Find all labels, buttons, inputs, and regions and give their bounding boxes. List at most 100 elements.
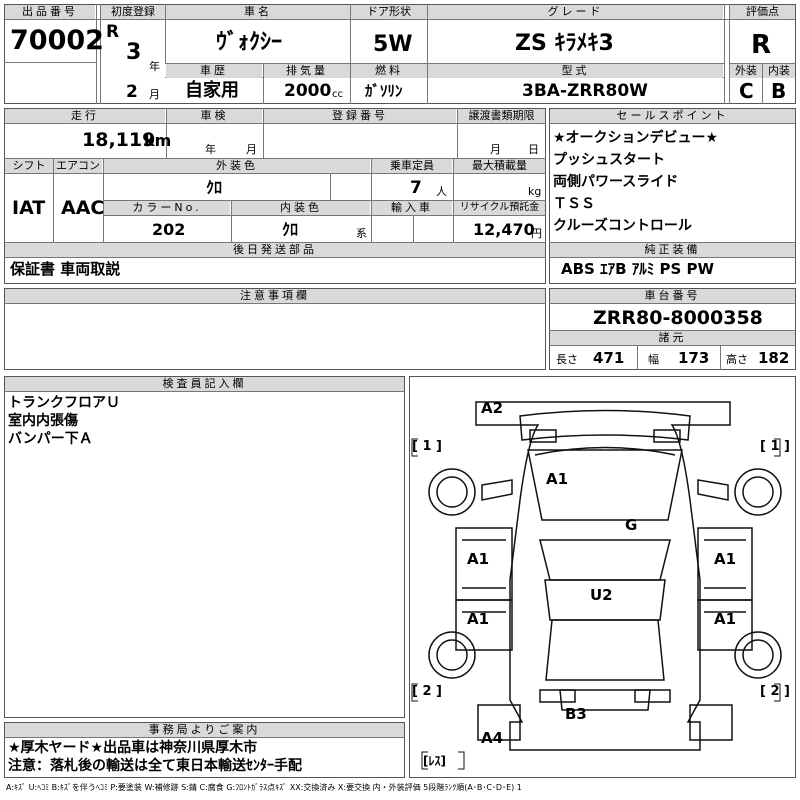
door-label: ドア形状: [351, 5, 427, 19]
bracket-1-left: [ 1 ]: [412, 439, 442, 454]
transfer-day-unit: 日: [528, 143, 539, 156]
car-name-label: 車名: [166, 5, 350, 19]
cc-unit: cc: [332, 89, 343, 100]
inspection-year-unit: 年: [205, 143, 216, 156]
inspector-box: [4, 376, 405, 718]
door-type: 5W: [373, 32, 413, 57]
damage-mark: A1: [714, 610, 737, 628]
fuel-label: 燃料: [351, 64, 427, 78]
damage-mark: A1: [467, 550, 490, 568]
shift-label: シフト: [5, 159, 53, 173]
inspection-month-unit: 月: [246, 143, 257, 156]
sales-points-box: [549, 108, 796, 284]
ext-score: C: [739, 79, 754, 103]
interior-unit: 系: [356, 227, 367, 240]
ext-label: 外装: [730, 64, 762, 78]
damage-mark: A1: [714, 550, 737, 568]
office-line-1: ★厚木ヤード★出品車は神奈川県厚木市: [8, 740, 258, 756]
bracket-2-left: [ 2 ]: [412, 684, 442, 699]
color-no-value: 202: [152, 220, 186, 239]
vehicle-detail-box: [4, 108, 546, 284]
sales-item: ★オークションデビュー★: [553, 130, 719, 146]
import-label: 輸入車: [372, 201, 452, 215]
damage-mark: B3: [565, 705, 587, 723]
office-label: 事務局よりご案内: [5, 723, 404, 737]
color-no-label: カラーNo.: [104, 201, 230, 215]
int-score: B: [771, 79, 787, 103]
sales-item: ＴＳＳ: [553, 196, 595, 212]
displacement-value: 2000: [284, 81, 332, 101]
reg-label: 初度登録: [101, 5, 165, 19]
office-line-2: 注意：落札後の輸送は全て東日本輸送ｾﾝﾀｰ手配: [8, 758, 302, 774]
top-info-box: [4, 4, 796, 104]
sales-item: プッシュスタート: [553, 152, 665, 168]
bracket-2-right: [ 2 ]: [760, 684, 790, 699]
damage-mark: A1: [467, 610, 490, 628]
legend-text: A:ｷｽﾞ U:ﾍｺﾐ B:ｷｽﾞを伴うﾍｺﾐ P:要塗装 W:補修跡 S:錆 …: [6, 783, 522, 792]
load-label: 最大積載量: [454, 159, 545, 173]
color-value: ｸﾛ: [206, 178, 223, 197]
width-label: 幅: [648, 353, 659, 366]
plate-label: 登録番号: [264, 109, 456, 123]
transfer-label: 譲渡書類期限: [458, 109, 545, 123]
later-value: 保証書 車両取説: [10, 260, 121, 278]
inspector-line: 室内内張傷: [8, 413, 78, 429]
inspector-line: トランクフロアＵ: [8, 395, 120, 411]
reg-year: 3: [126, 40, 142, 65]
damage-mark: U2: [590, 586, 613, 604]
model-value: 3BA-ZRR80W: [522, 81, 648, 101]
interior-label: 内装色: [232, 201, 370, 215]
year-unit: 年: [149, 60, 160, 73]
era-mark: R: [106, 22, 120, 42]
capacity-value: 7: [410, 178, 422, 198]
damage-mark: G: [625, 516, 638, 534]
lot-label: 出品番号: [5, 5, 95, 19]
inspection-label: 車検: [167, 109, 262, 123]
car-name: ｳﾞｫｸｼｰ: [216, 30, 283, 55]
color-label: 外装色: [104, 159, 370, 173]
transfer-month-unit: 月: [490, 143, 501, 156]
damage-mark: A4: [481, 729, 504, 747]
kg-unit: kg: [528, 185, 542, 198]
chassis-box: [549, 288, 796, 370]
overall-score: R: [751, 30, 772, 60]
int-label: 内装: [763, 64, 795, 78]
person-unit: 人: [436, 185, 447, 198]
later-label: 後日発送部品: [5, 243, 545, 257]
height-label: 高さ: [726, 353, 748, 366]
capacity-label: 乗車定員: [372, 159, 452, 173]
spare-label: [ﾚｽ]: [423, 754, 446, 768]
mileage-value: 18,119: [82, 129, 156, 151]
yen-unit: 円: [531, 227, 542, 240]
interior-value: ｸﾛ: [282, 220, 299, 239]
width-value: 173: [678, 349, 710, 367]
history-value: 自家用: [185, 80, 239, 101]
bracket-1-right: [ 1 ]: [760, 439, 790, 454]
sales-item: 両側パワースライド: [553, 174, 679, 190]
month-unit: 月: [149, 88, 160, 101]
grade: ZS ｷﾗﾒｷ3: [515, 31, 614, 56]
score-label: 評価点: [730, 5, 795, 19]
recycle-value: 12,470: [473, 220, 535, 239]
notes-box: [4, 288, 546, 370]
recycle-label: リサイクル預託金: [454, 201, 545, 215]
ac-label: エアコン: [54, 159, 102, 173]
chassis-value: ZRR80-8000358: [593, 307, 763, 329]
fuel-value: ｶﾞｿﾘﾝ: [365, 82, 403, 100]
spec-label: 諸元: [550, 331, 795, 345]
equip-value: ABS ｴｱB ｱﾙﾐ PS PW: [561, 260, 715, 278]
damage-mark: A2: [481, 399, 504, 417]
office-box: [4, 722, 405, 778]
length-value: 471: [593, 349, 625, 367]
equip-label: 純正装備: [550, 243, 795, 257]
reg-month: 2: [126, 82, 138, 102]
sales-label: セールスポイント: [550, 109, 795, 123]
grade-label: グレード: [428, 5, 723, 19]
lot-number: 70002: [10, 25, 104, 56]
displacement-label: 排気量: [264, 64, 350, 78]
model-label: 型式: [428, 64, 723, 78]
history-label: 車歴: [166, 64, 262, 78]
length-label: 長さ: [556, 353, 578, 366]
damage-diagram-box: [409, 376, 796, 778]
